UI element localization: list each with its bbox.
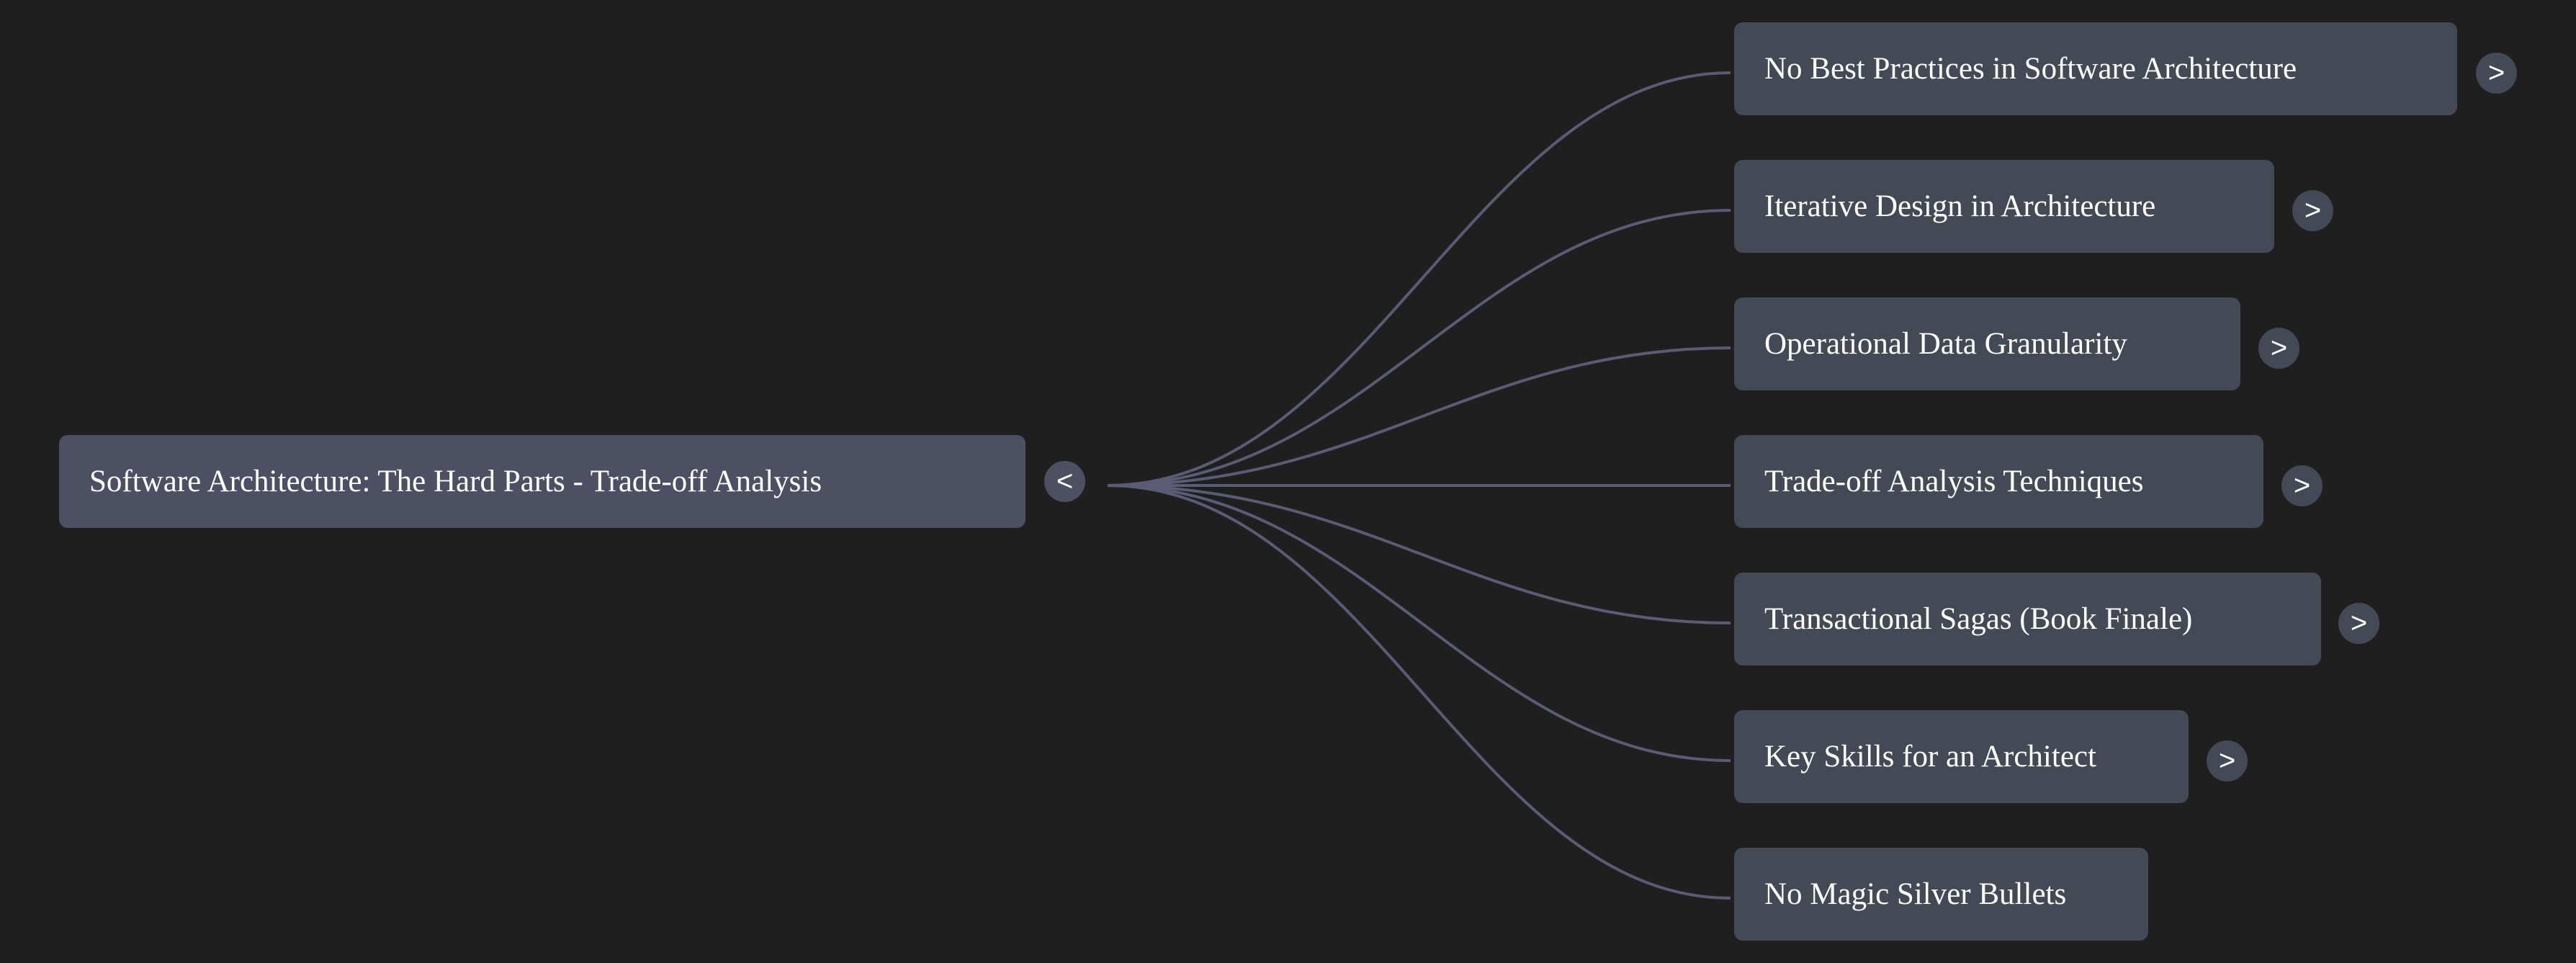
expand-toggle-button[interactable]: > — [2476, 53, 2517, 94]
child-node-label: No Best Practices in Software Architectu… — [1764, 52, 2297, 86]
child-node-label: Key Skills for an Architect — [1764, 740, 2096, 774]
child-node[interactable]: No Magic Silver Bullets — [1734, 848, 2148, 941]
link-line — [1107, 484, 1731, 900]
child-node-label: No Magic Silver Bullets — [1764, 877, 2067, 911]
child-node[interactable]: Iterative Design in Architecture — [1734, 160, 2274, 253]
root-node[interactable]: Software Architecture: The Hard Parts - … — [59, 435, 1026, 528]
link-line — [1107, 209, 1731, 487]
expand-toggle-button[interactable]: > — [2258, 328, 2299, 369]
child-node[interactable]: No Best Practices in Software Architectu… — [1734, 22, 2457, 115]
expand-toggle-button[interactable]: > — [2207, 740, 2248, 781]
child-node[interactable]: Trade-off Analysis Techniques — [1734, 435, 2263, 528]
child-node-label: Transactional Sagas (Book Finale) — [1764, 602, 2193, 636]
child-node[interactable]: Operational Data Granularity — [1734, 297, 2240, 390]
child-node[interactable]: Transactional Sagas (Book Finale) — [1734, 573, 2321, 666]
link-line — [1107, 484, 1731, 762]
expand-toggle-button[interactable]: > — [2338, 603, 2379, 644]
expand-toggle-button[interactable]: > — [2281, 465, 2323, 506]
root-node-label: Software Architecture: The Hard Parts - … — [89, 465, 822, 498]
link-line — [1107, 71, 1731, 487]
collapse-toggle-button[interactable]: < — [1044, 461, 1085, 502]
expand-toggle-button[interactable]: > — [2292, 190, 2333, 231]
child-node[interactable]: Key Skills for an Architect — [1734, 710, 2189, 803]
link-line — [1107, 484, 1731, 624]
child-node-label: Trade-off Analysis Techniques — [1764, 465, 2144, 498]
child-node-label: Operational Data Granularity — [1764, 327, 2127, 361]
link-line — [1107, 346, 1731, 487]
child-node-label: Iterative Design in Architecture — [1764, 189, 2156, 223]
